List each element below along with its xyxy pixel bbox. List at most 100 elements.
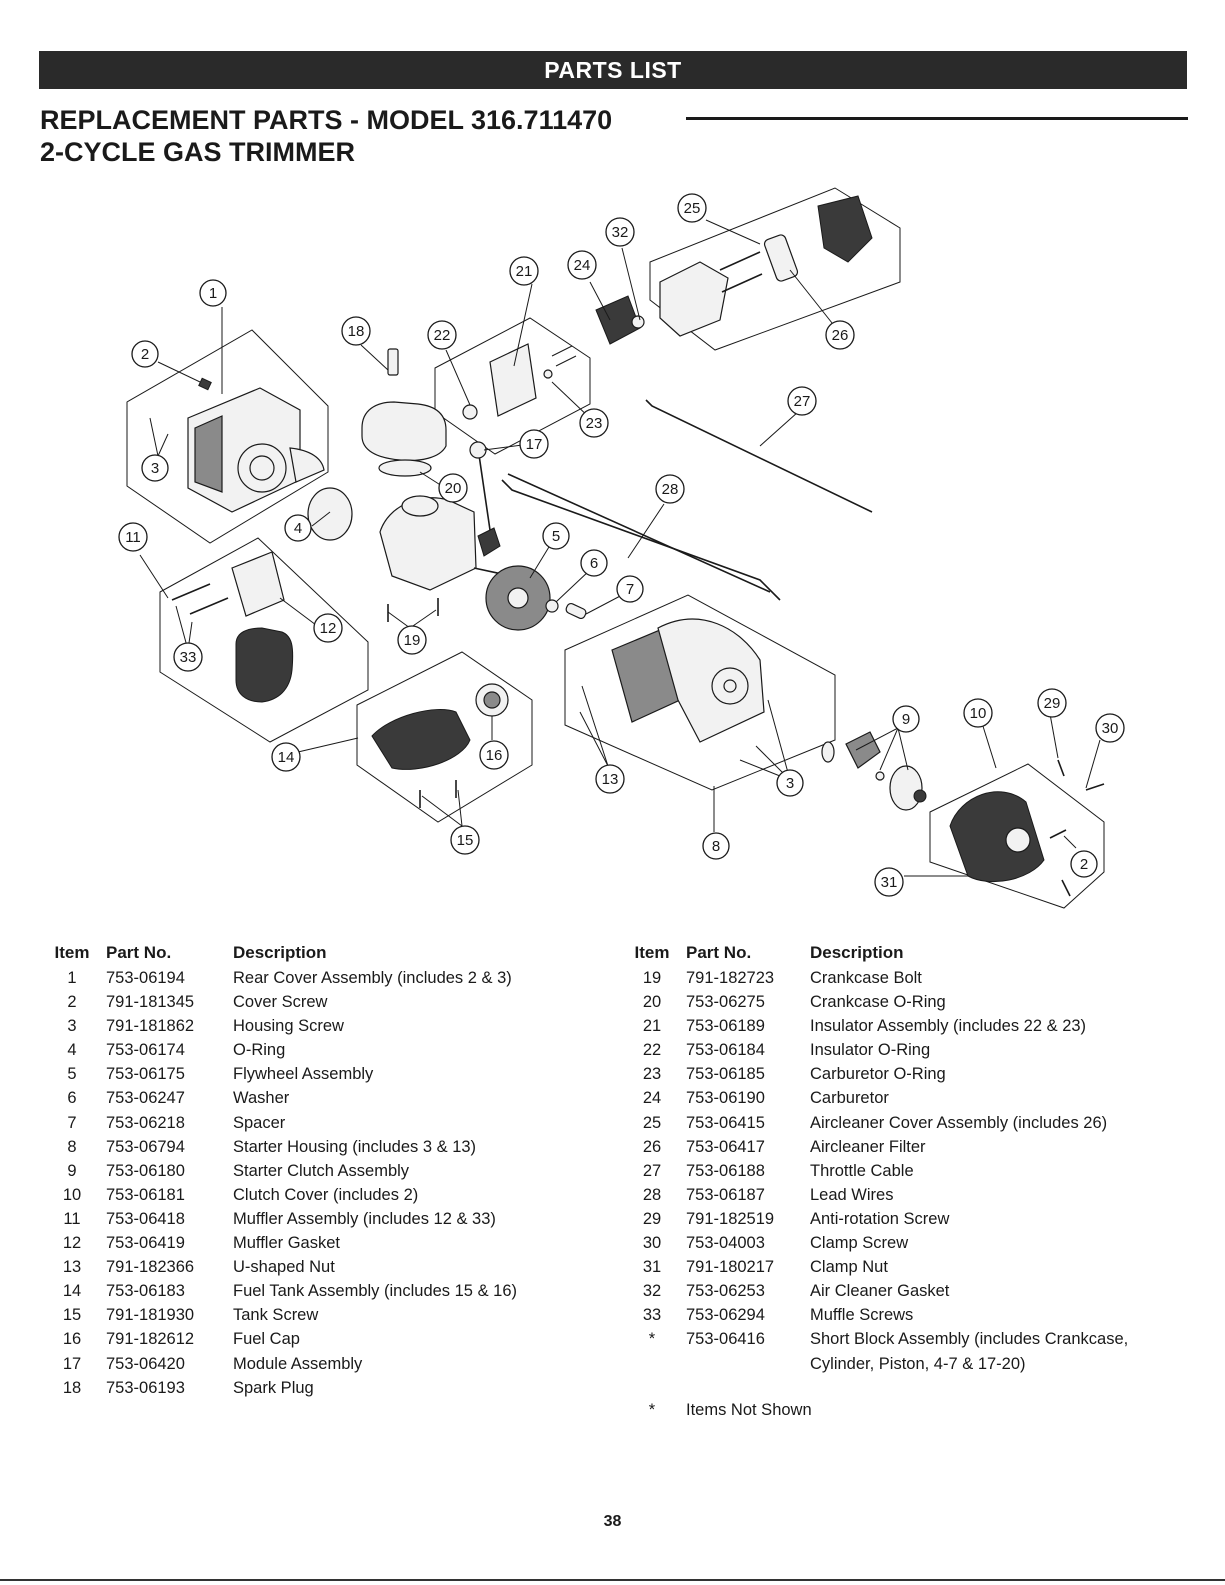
- callout-21: 21: [509, 256, 539, 286]
- callout-11: 11: [118, 522, 148, 552]
- note-symbol: *: [648, 1401, 656, 1419]
- row-item: 27: [642, 1161, 662, 1180]
- header-description: Description: [233, 943, 327, 962]
- lead-wires-part: [501, 479, 781, 601]
- svg-text:25: 25: [684, 200, 701, 217]
- callout-33: 33: [173, 642, 203, 672]
- row-item: 28: [642, 1185, 662, 1204]
- row-part-no: 791-182519: [686, 1209, 775, 1228]
- row-item: 4: [67, 1041, 77, 1060]
- row-part-no: 791-182366: [106, 1258, 195, 1277]
- row-description: Cover Screw: [233, 993, 328, 1012]
- cylinder-part: [307, 348, 447, 541]
- callout-25: 25: [677, 193, 707, 223]
- box-clutch-cover: [929, 763, 1105, 909]
- row-part-no: 753-06419: [106, 1234, 185, 1253]
- svg-text:10: 10: [970, 705, 987, 722]
- row-description: Spark Plug: [233, 1378, 314, 1397]
- row-description: Washer: [233, 1089, 290, 1108]
- row-description: Crankcase Bolt: [810, 969, 922, 987]
- note-text: Items Not Shown: [686, 1401, 812, 1419]
- callout-3b: 3: [776, 769, 804, 797]
- row-item: [632, 1352, 672, 1376]
- svg-text:3: 3: [151, 460, 159, 477]
- row-description: Muffle Screws: [810, 1306, 914, 1325]
- row-description: Cylinder, Piston, 4-7 & 17-20): [810, 1354, 1026, 1373]
- row-part-no: 791-182723: [686, 969, 775, 987]
- insulator-part: [462, 343, 577, 420]
- row-description: Rear Cover Assembly (includes 2 & 3): [233, 969, 512, 987]
- svg-text:30: 30: [1102, 720, 1119, 737]
- svg-text:29: 29: [1044, 695, 1061, 712]
- row-part-no: 753-06174: [106, 1041, 185, 1060]
- svg-text:19: 19: [404, 632, 421, 649]
- row-part-no: 753-06415: [686, 1113, 765, 1132]
- svg-text:6: 6: [590, 555, 598, 572]
- flywheel-part: [485, 565, 587, 631]
- row-description: Throttle Cable: [810, 1161, 914, 1180]
- row-part-no: 753-06294: [686, 1306, 765, 1325]
- svg-text:26: 26: [832, 327, 849, 344]
- svg-text:28: 28: [662, 481, 679, 498]
- row-item: 31: [642, 1258, 662, 1277]
- row-description: Air Cleaner Gasket: [810, 1282, 950, 1301]
- row-description: Clamp Screw: [810, 1234, 909, 1253]
- callout-23: 23: [579, 408, 609, 438]
- row-part-no: 753-06185: [686, 1065, 765, 1084]
- row-part-no: [672, 1352, 810, 1376]
- row-description: Spacer: [233, 1113, 286, 1132]
- row-item: 19: [642, 969, 662, 987]
- svg-text:24: 24: [574, 257, 591, 274]
- row-description: Module Assembly: [233, 1354, 363, 1373]
- row-description: Carburetor O-Ring: [810, 1065, 946, 1084]
- callout-9: 9: [892, 705, 920, 733]
- row-description: Fuel Cap: [233, 1330, 300, 1349]
- callout-26: 26: [825, 320, 855, 350]
- row-item: 1: [67, 969, 77, 987]
- callout-27: 27: [787, 386, 817, 416]
- row-item: 7: [67, 1113, 77, 1132]
- callout-22: 22: [427, 320, 457, 350]
- parts-list-banner: PARTS LIST: [39, 51, 1187, 89]
- row-part-no: 753-06189: [686, 1017, 765, 1036]
- row-part-no: 753-06418: [106, 1209, 185, 1228]
- callout-14: 14: [271, 742, 301, 772]
- row-part-no: 753-06275: [686, 993, 765, 1012]
- row-item: 22: [642, 1041, 662, 1060]
- leader-lines: [139, 219, 1101, 877]
- row-description: Tank Screw: [233, 1306, 319, 1325]
- svg-text:27: 27: [794, 393, 811, 410]
- callout-20: 20: [438, 473, 468, 503]
- row-item: 3: [67, 1017, 77, 1036]
- callout-29: 29: [1037, 688, 1067, 718]
- box-starter: [564, 594, 836, 791]
- row-item: 14: [62, 1282, 82, 1301]
- callout-28: 28: [655, 474, 685, 504]
- row-description: Fuel Tank Assembly (includes 15 & 16): [233, 1282, 518, 1301]
- callout-16: 16: [479, 740, 509, 770]
- row-part-no: 753-06193: [106, 1378, 185, 1397]
- svg-text:11: 11: [125, 529, 141, 546]
- row-part-no: 753-06180: [106, 1161, 185, 1180]
- box-aircleaner: [649, 187, 901, 351]
- callout-7: 7: [616, 575, 644, 603]
- row-description: Carburetor: [810, 1089, 889, 1108]
- svg-text:13: 13: [602, 771, 619, 788]
- row-part-no: 753-06420: [106, 1354, 185, 1373]
